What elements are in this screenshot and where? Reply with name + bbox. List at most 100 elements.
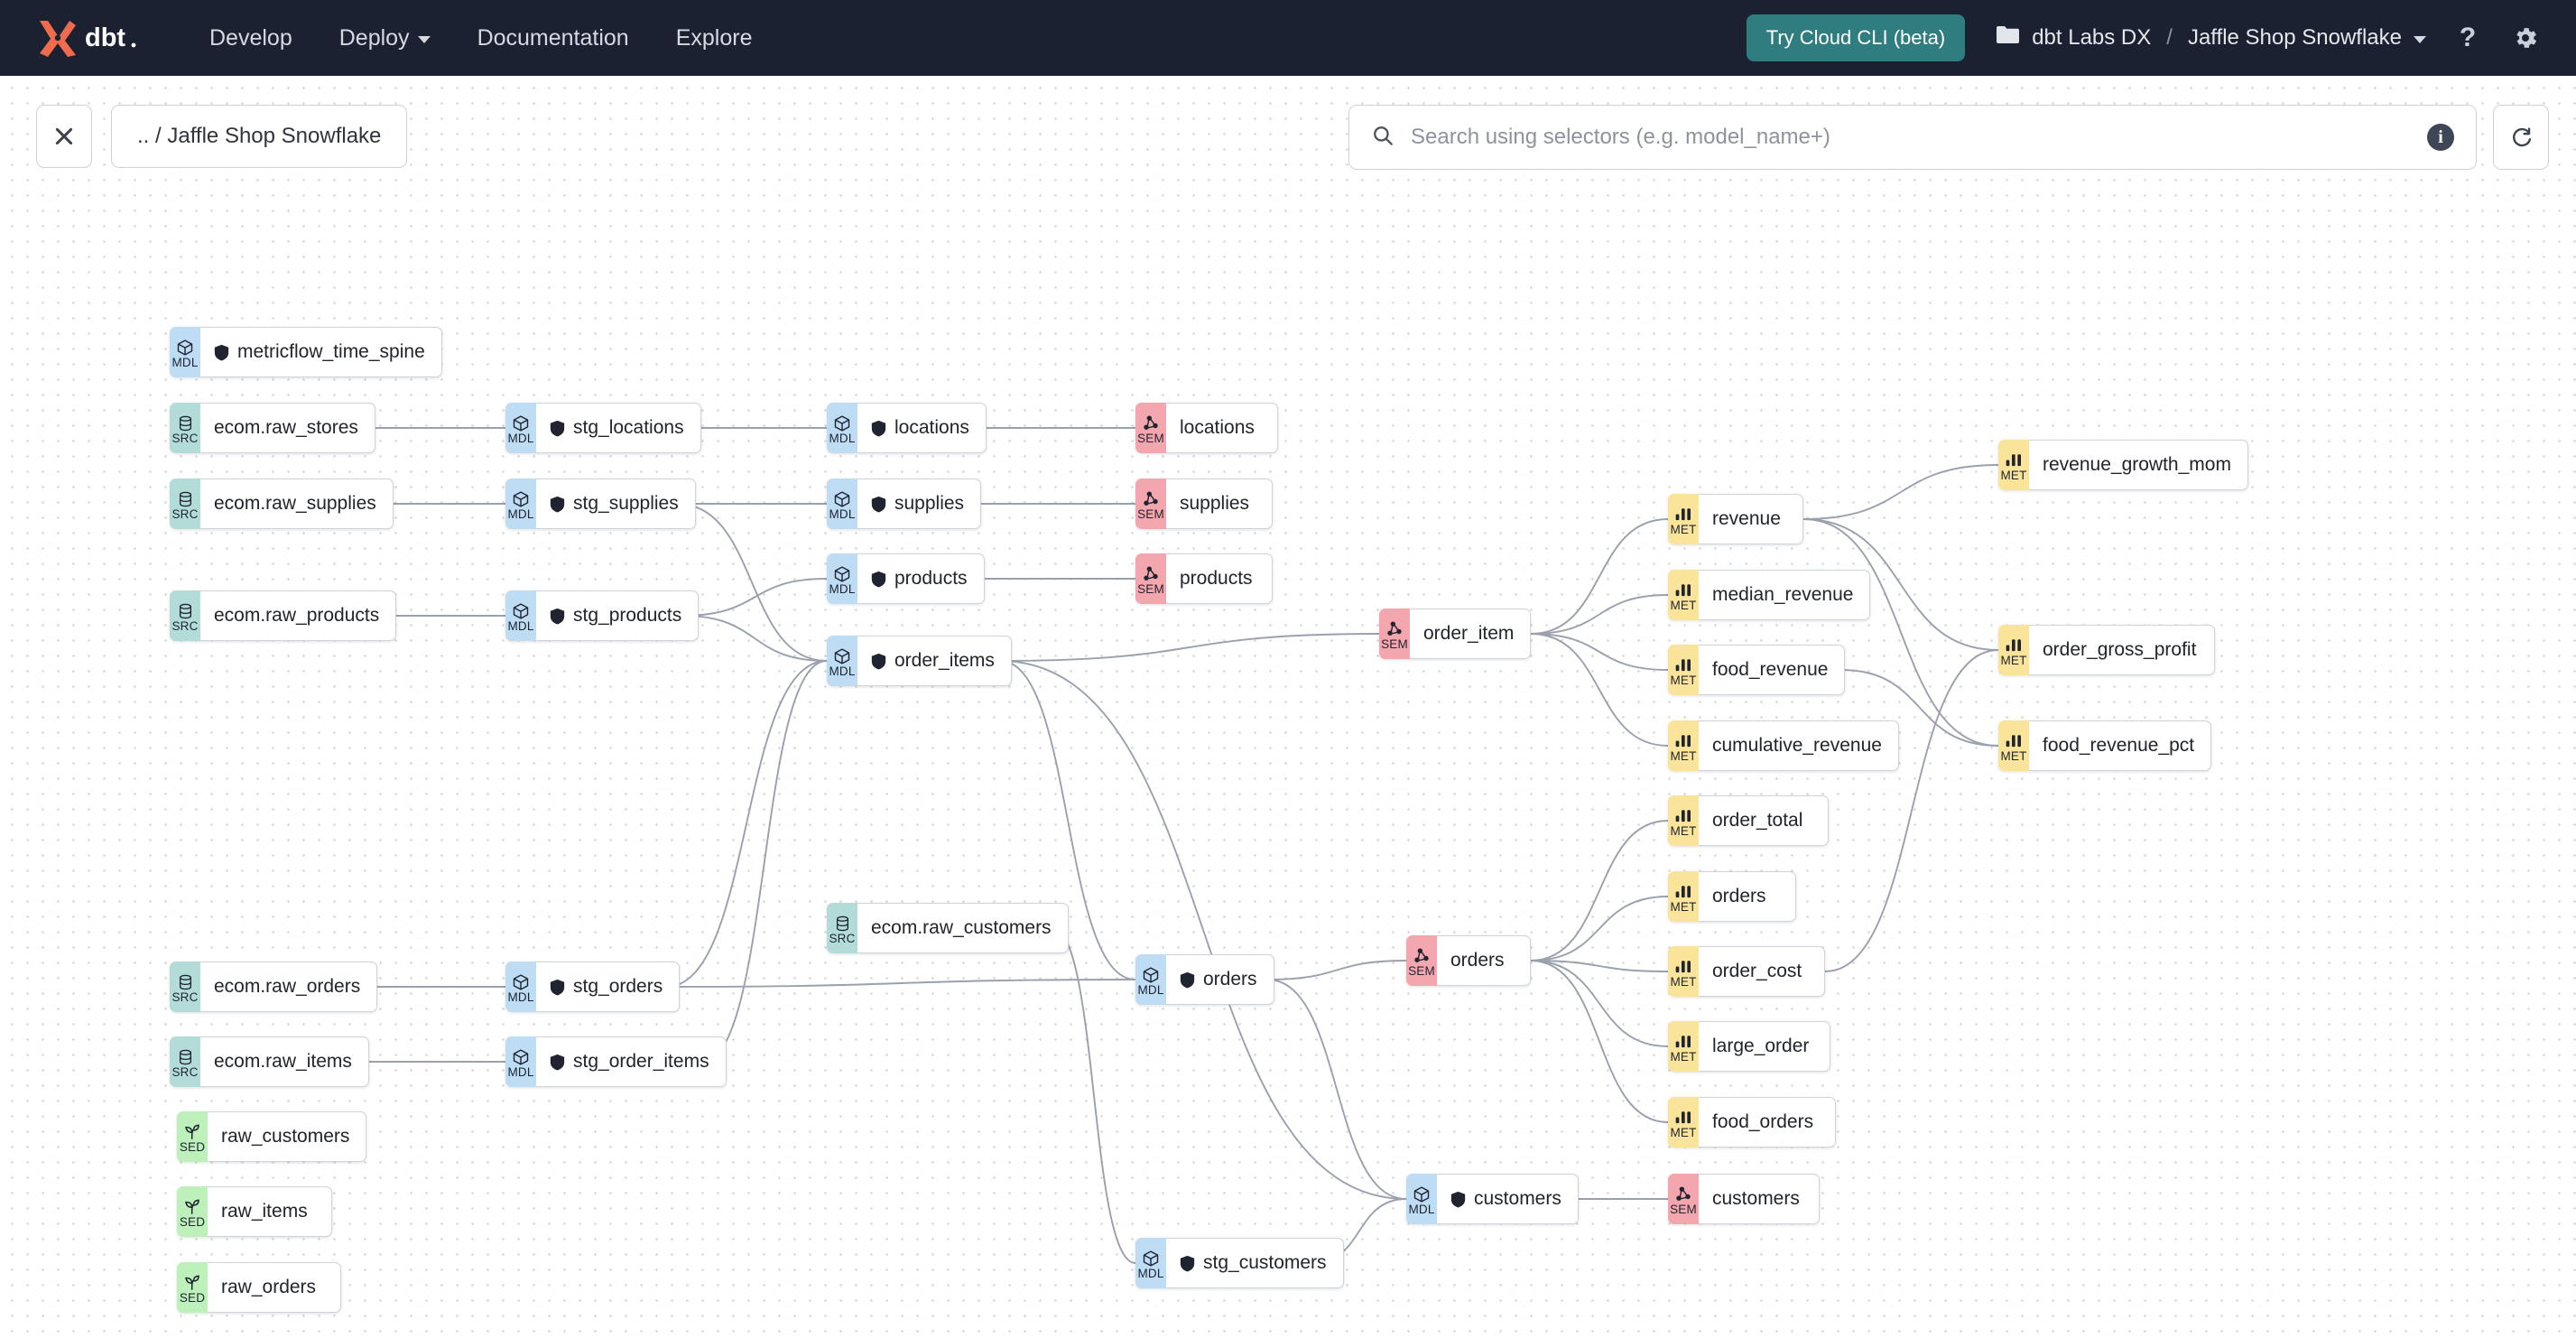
node-type-label: MDL [829, 507, 856, 521]
node-label: ecom.raw_products [214, 605, 380, 626]
project-chevron-down-icon[interactable] [2414, 35, 2426, 43]
tag-shield-icon [871, 496, 886, 513]
lineage-edge [1052, 927, 1136, 1264]
breadcrumb-project[interactable]: Jaffle Shop Snowflake [2187, 25, 2402, 50]
node-type-label: SED [179, 1291, 206, 1305]
lineage-edge [1530, 960, 1669, 1123]
node-label: stg_order_items [573, 1051, 709, 1072]
node-type-label: MET [1670, 824, 1697, 838]
search-input[interactable] [1411, 125, 2411, 150]
cube-icon [833, 413, 851, 432]
nav-link-deploy[interactable]: Deploy [316, 16, 454, 60]
search-bar[interactable]: i [1348, 105, 2477, 170]
node-type-label: SRC [171, 507, 199, 521]
try-cloud-cli-button[interactable]: Try Cloud CLI (beta) [1746, 14, 1966, 61]
mdl-type-badge: MDL [827, 403, 857, 453]
close-lineage-button[interactable] [36, 105, 92, 168]
nav-link-explore[interactable]: Explore [653, 16, 776, 60]
lineage-node-stg_order_items[interactable]: MDL stg_order_items [505, 1036, 727, 1087]
database-icon [177, 1047, 194, 1066]
node-type-label: MET [1670, 975, 1697, 989]
met-type-badge: MET [1668, 494, 1699, 544]
search-info-icon[interactable]: i [2427, 124, 2454, 151]
tag-shield-icon [550, 420, 565, 437]
nav-link-documentation[interactable]: Documentation [454, 16, 653, 60]
cube-icon [512, 601, 530, 620]
node-body: raw_customers [208, 1111, 367, 1162]
node-type-label: SED [179, 1215, 206, 1229]
mdl-type-badge: MDL [505, 403, 536, 453]
mdl-type-badge: MDL [505, 1036, 536, 1087]
nav-right-cluster: Try Cloud CLI (beta) dbt Labs DX / Jaffl… [1746, 14, 2542, 61]
node-type-label: MDL [507, 507, 534, 521]
database-icon [834, 914, 851, 933]
dbt-logo[interactable]: dbt [34, 17, 141, 59]
node-label: supplies [894, 493, 965, 514]
node-type-label: SRC [829, 932, 856, 945]
node-type-label: SRC [171, 432, 199, 445]
gear-icon[interactable] [2509, 22, 2542, 54]
network-icon [1142, 564, 1160, 583]
nav-link-develop[interactable]: Develop [186, 16, 316, 60]
node-type-label: MDL [1408, 1203, 1435, 1216]
node-type-label: MDL [829, 582, 856, 596]
node-label: revenue_growth_mom [2043, 454, 2231, 475]
nav-link-develop-label: Develop [209, 24, 292, 51]
breadcrumb[interactable]: .. / Jaffle Shop Snowflake [111, 105, 408, 168]
node-type-label: SEM [1137, 507, 1164, 521]
lineage-edge [1802, 518, 1999, 651]
refresh-button[interactable] [2493, 105, 2549, 170]
node-body: stg_supplies [536, 479, 696, 529]
lineage-edge [1824, 649, 1999, 972]
tag-shield-icon [550, 979, 565, 996]
tag-shield-icon [550, 1054, 565, 1071]
node-body: products [1166, 553, 1273, 604]
database-icon [177, 972, 194, 991]
breadcrumb-account[interactable]: dbt Labs DX [2032, 25, 2152, 50]
node-type-label: MDL [1137, 1267, 1164, 1280]
lineage-node-supplies[interactable]: MDL supplies [827, 479, 982, 529]
node-label: cumulative_revenue [1712, 735, 1882, 756]
lineage-edge [676, 503, 828, 662]
help-icon[interactable]: ? [2459, 23, 2477, 52]
